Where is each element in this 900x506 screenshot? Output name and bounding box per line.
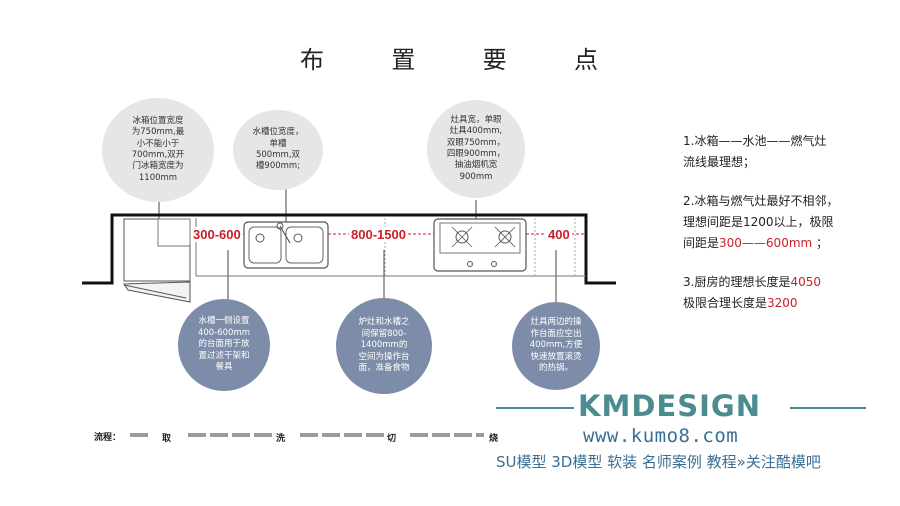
bubble-text: 炉灶和水槽之 间保留800- 1400mm的 空间为操作台 面，准备食物 (358, 317, 410, 374)
info-bubble-prep-counter: 炉灶和水槽之 间保留800- 1400mm的 空间为操作台 面，准备食物 (336, 298, 432, 394)
info-bubble-stove-counter: 灶具两边的操 作台面应空出 400mm,方便 快速放置滚烫 的热锅。 (512, 302, 600, 390)
brand-tagline: SU模型 3D模型 软装 名师案例 教程»关注酷模吧 (496, 453, 821, 471)
stove-knob (491, 261, 497, 267)
info-bubble-stove: 灶具宽，单眼 灶具400mm, 双眼750mm， 四眼900mm， 抽油烟机宽 … (427, 100, 525, 198)
flow-step: 取 (162, 434, 172, 444)
bubble-text: 水槽一侧设置 400-600mm 的台面用于放 置过滤干架和 餐具 (197, 316, 251, 373)
note-highlight: 4050 (790, 275, 821, 289)
note-text: 2.冰箱与燃气灶最好不相邻， (683, 194, 839, 208)
burner-left (455, 230, 469, 244)
note-text: 3.厨房的理想长度是 (683, 275, 791, 289)
dimension-label: 800-1500 (349, 227, 408, 242)
page-title: 布 置 要 点 (300, 40, 600, 75)
brand-url: www.kumo8.com (583, 425, 739, 447)
burner-right (498, 230, 512, 244)
info-bubble-sink: 水槽位宽度， 单槽 500mm,双 槽900mm; (233, 110, 323, 190)
note-highlight: 300——600mm (719, 236, 813, 250)
flow-step: 洗 (276, 434, 286, 444)
flow-line (130, 433, 484, 437)
sink-drain (293, 233, 303, 243)
bubble-text: 水槽位宽度， 单槽 500mm,双 槽900mm; (252, 127, 304, 172)
layout-notes: 1.冰箱——水池——燃气灶 流线最理想； 2.冰箱与燃气灶最好不相邻， 理想间距… (683, 131, 893, 332)
title-char: 点 (573, 46, 600, 74)
wall-outline (82, 213, 616, 285)
dimension-label: 400 (546, 227, 572, 242)
brand-name: KMDESIGN (578, 389, 761, 423)
bubble-text: 灶具两边的操 作台面应空出 400mm,方便 快速放置滚烫 的热锅。 (529, 317, 583, 374)
info-bubble-fridge: 冰箱位置宽度 为750mm,最 小不能小于 700mm,双开 门冰箱宽度为 11… (102, 98, 214, 202)
info-bubble-sink-counter: 水槽一侧设置 400-600mm 的台面用于放 置过滤干架和 餐具 (178, 299, 270, 391)
note-text: 流线最理想； (683, 155, 756, 169)
title-char: 布 (300, 46, 326, 74)
note-text: 极限合理长度是 (683, 296, 768, 310)
flow-step: 切 (387, 434, 397, 444)
note-item: 2.冰箱与燃气灶最好不相邻， 理想间距是1200以上，极限 间距是300——60… (683, 191, 893, 254)
sink-bowl-left (248, 226, 282, 264)
brand-rule-right (790, 407, 866, 409)
bubble-text: 灶具宽，单眼 灶具400mm, 双眼750mm， 四眼900mm， 抽油烟机宽 … (446, 114, 506, 182)
flow-step: 烧 (489, 434, 499, 444)
stove-knob (467, 261, 473, 267)
flow-label: 流程： (94, 433, 122, 443)
note-text: 理想间距是1200以上，极限 (683, 215, 834, 229)
brand-rule-left (496, 407, 574, 409)
title-char: 要 (482, 46, 509, 74)
bubble-text: 冰箱位置宽度 为750mm,最 小不能小于 700mm,双开 门冰箱宽度为 11… (131, 115, 185, 183)
note-item: 3.厨房的理想长度是4050 极限合理长度是3200 (683, 272, 893, 314)
faucet (276, 222, 284, 230)
fridge-inner (157, 218, 191, 247)
sink-drain (255, 233, 265, 243)
dimension-label: 300-600 (191, 227, 243, 242)
note-text: 1.冰箱——水池——燃气灶 (683, 134, 827, 148)
title-char: 置 (391, 46, 418, 74)
note-item: 1.冰箱——水池——燃气灶 流线最理想； (683, 131, 893, 173)
note-highlight: 3200 (767, 296, 798, 310)
sink-bowl-right (285, 226, 324, 264)
note-text: 间距是 (683, 236, 720, 250)
note-text: ； (812, 236, 829, 250)
